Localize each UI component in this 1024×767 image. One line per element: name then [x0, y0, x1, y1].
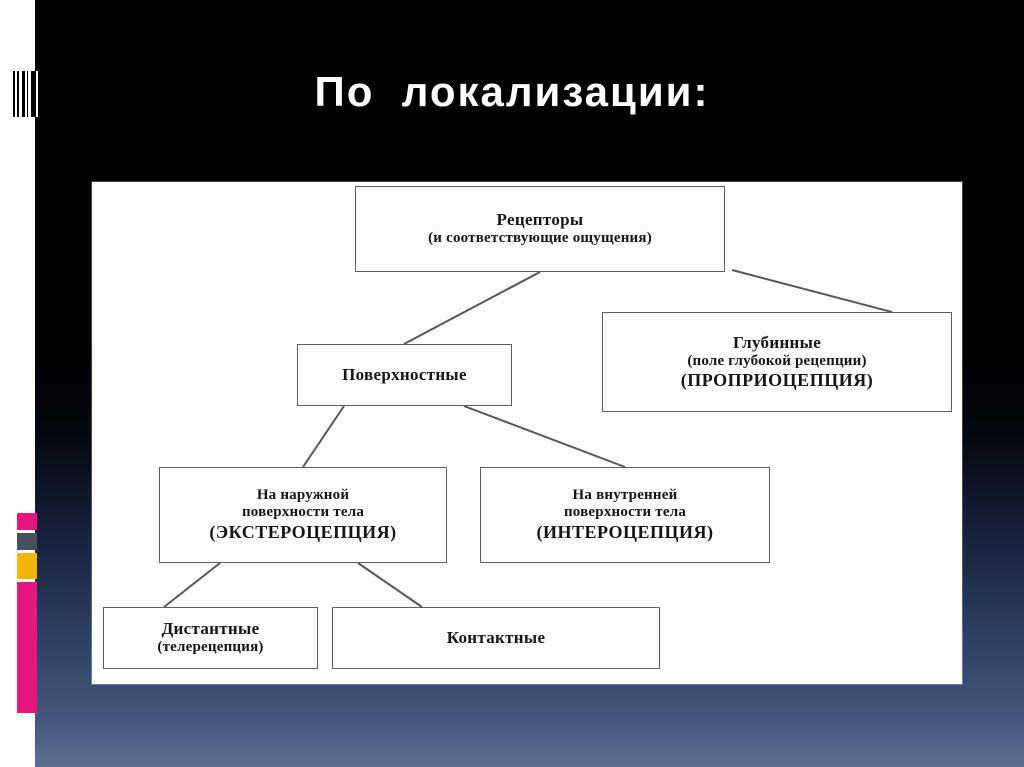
edge-surface-interoception: [463, 405, 626, 468]
decor-chip-magenta-bar: [17, 582, 37, 713]
node-interoception-line3: (ИНТЕРОЦЕПЦИЯ): [536, 522, 714, 543]
node-receptors[interactable]: Рецепторы (и соответствующие ощущения): [355, 186, 725, 272]
node-receptors-line1: Рецепторы: [496, 210, 584, 230]
node-exteroception-line3: (ЭКСТЕРОЦЕПЦИЯ): [209, 522, 397, 543]
edge-receptors-surface: [403, 271, 541, 345]
page-title: По локализации:: [314, 68, 710, 115]
node-deep[interactable]: Глубинные (поле глубокой рецепции) (ПРОП…: [602, 312, 952, 412]
content-panel: Рецепторы (и соответствующие ощущения) П…: [92, 182, 962, 684]
decor-chip-magenta-top: [17, 513, 37, 530]
node-distant[interactable]: Дистантные (телерецепция): [103, 607, 318, 669]
hierarchy-diagram: Рецепторы (и соответствующие ощущения) П…: [92, 182, 962, 684]
edge-exteroception-distant: [163, 562, 221, 608]
node-deep-line2: (поле глубокой рецепции): [687, 352, 867, 369]
node-exteroception-line2: поверхности тела: [241, 504, 365, 521]
node-interoception[interactable]: На внутренней поверхности тела (ИНТЕРОЦЕ…: [480, 467, 770, 563]
node-exteroception-line1: На наружной: [256, 486, 350, 503]
node-surface-line1: Поверхностные: [342, 364, 467, 384]
node-deep-line1: Глубинные: [732, 332, 822, 352]
node-receptors-line2: (и соответствующие ощущения): [428, 230, 652, 247]
node-interoception-line1: На внутренней: [572, 486, 678, 503]
node-deep-line3: (ПРОПРИОЦЕПЦИЯ): [680, 370, 874, 391]
barcode-stripes-icon: [13, 71, 42, 117]
edge-exteroception-contact: [357, 562, 423, 608]
node-surface[interactable]: Поверхностные: [297, 344, 512, 406]
node-exteroception[interactable]: На наружной поверхности тела (ЭКСТЕРОЦЕП…: [159, 467, 447, 563]
decor-chip-slate: [17, 533, 37, 550]
node-distant-line1: Дистантные: [161, 619, 260, 639]
node-distant-line2: (телерецепция): [157, 639, 264, 656]
edge-surface-exteroception: [302, 405, 345, 468]
node-interoception-line2: поверхности тела: [563, 504, 687, 521]
node-contact[interactable]: Контактные: [332, 607, 660, 669]
diagram-connectors: [163, 269, 893, 608]
node-contact-line1: Контактные: [446, 627, 546, 647]
decor-chip-yellow: [17, 553, 37, 579]
edge-receptors-deep: [731, 269, 893, 313]
